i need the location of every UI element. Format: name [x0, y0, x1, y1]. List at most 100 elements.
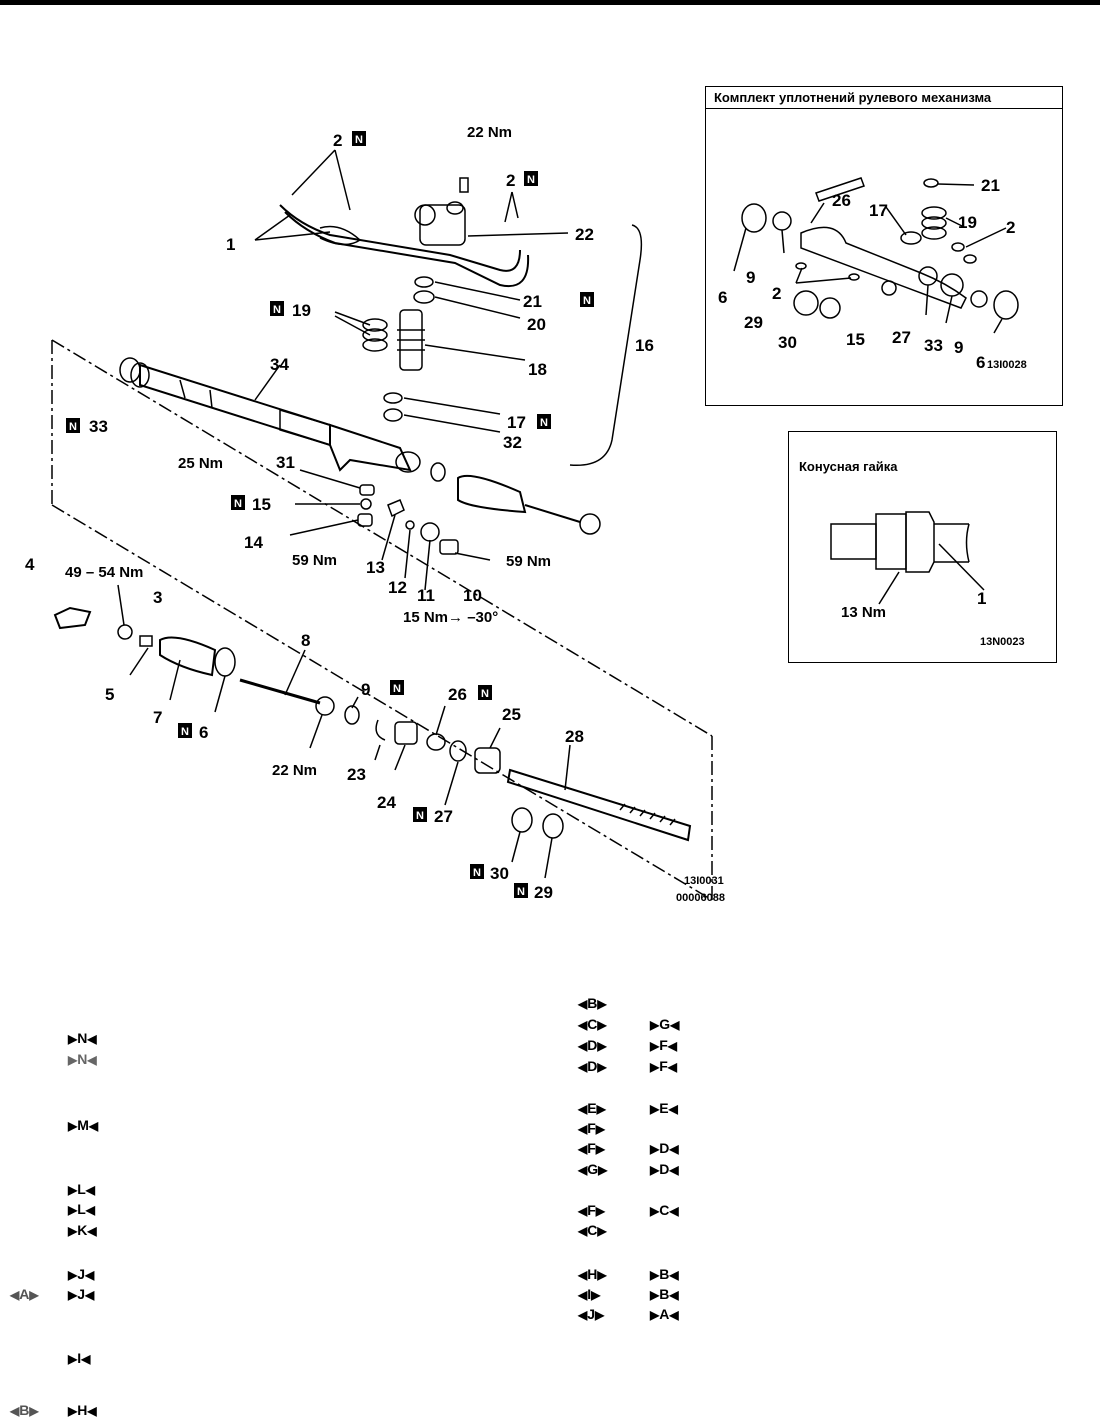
callout-34: 34	[270, 355, 289, 374]
badge-2a: N	[352, 131, 366, 146]
washer-9	[344, 705, 360, 725]
callout-7: 7	[153, 708, 162, 727]
kit-leader-33	[945, 295, 953, 324]
ring-29	[542, 813, 564, 839]
callout-11: 11	[417, 586, 435, 605]
badge-2b: N	[524, 171, 538, 186]
callout-10: 10	[463, 586, 482, 605]
svg-text:N: N	[69, 421, 77, 433]
sym-install-j2: ▶J◀	[68, 1286, 95, 1302]
sym-install-m: ▶M◀	[68, 1117, 99, 1133]
callout-2a: 2	[333, 131, 342, 150]
holder-25	[474, 747, 501, 774]
seal-19a	[362, 318, 388, 332]
leader-23	[374, 744, 381, 761]
n-badges: N N N N N N N N N N N N N	[66, 131, 594, 898]
leader-11	[424, 539, 431, 591]
sym-install-k: ▶K◀	[68, 1222, 97, 1238]
badge-15: N	[231, 495, 245, 510]
leader-28	[564, 744, 571, 791]
ring-30	[511, 807, 533, 833]
kit-oring-2c	[951, 242, 965, 252]
rack-28	[506, 768, 692, 842]
callout-33: 33	[89, 417, 108, 436]
sym-remove-b: ◀B▶	[578, 995, 607, 1011]
rack-housing-tube	[139, 363, 331, 447]
kit-washer-9a	[772, 211, 792, 231]
kit-leader-17	[885, 206, 907, 236]
washer-right	[430, 462, 446, 482]
kit-band-6b	[993, 290, 1019, 320]
locknut-10	[439, 539, 459, 555]
sym-remove-d1: ◀D▶	[578, 1037, 607, 1053]
figure-codes: 13I0031 00006088	[676, 875, 725, 904]
badge-9: N	[390, 680, 404, 695]
leader-22nm-bottom	[309, 714, 323, 749]
callout-23: 23	[347, 765, 366, 784]
seal-26	[426, 733, 446, 751]
kit-label-26: 26	[832, 191, 851, 210]
callout-30: 30	[490, 864, 509, 883]
yoke-13	[387, 499, 405, 518]
sym-install-r-f1: ▶F◀	[650, 1037, 678, 1053]
callout-27: 27	[434, 807, 453, 826]
callout-18: 18	[528, 360, 547, 379]
sym-remove-d2: ◀D▶	[578, 1058, 607, 1074]
kit-seal-21	[923, 178, 939, 188]
housing-outlet	[395, 451, 421, 473]
badge-30: N	[470, 864, 484, 879]
leader-13	[381, 514, 396, 561]
svg-text:N: N	[234, 498, 242, 510]
sym-install-r-d2: ▶D◀	[650, 1161, 679, 1177]
kit-bushing-33	[940, 273, 964, 297]
svg-text:N: N	[416, 810, 424, 822]
fig-code-b: 00006088	[676, 892, 725, 904]
callout-14: 14	[244, 533, 263, 552]
cone-nut-hex	[905, 511, 935, 573]
kit-code: 13I0028	[987, 359, 1027, 371]
sym-install-r-g: ▶G◀	[650, 1016, 680, 1032]
leader-20	[434, 296, 521, 319]
kit-nut-15	[881, 280, 897, 296]
callout-24: 24	[377, 793, 396, 812]
seal-19b	[362, 328, 388, 342]
leader-2a	[291, 149, 336, 196]
callout-12: 12	[388, 578, 407, 597]
badge-26: N	[478, 685, 492, 700]
callout-29: 29	[534, 883, 553, 902]
diagram-drawing	[51, 149, 713, 901]
kit-label-21: 21	[981, 176, 1000, 195]
valve-body	[419, 204, 466, 246]
leader-6	[214, 675, 226, 713]
bolt-22nm	[459, 177, 469, 193]
callout-13: 13	[366, 558, 385, 577]
sym-install-r-a: ▶A◀	[650, 1306, 679, 1322]
ball-joint-right	[579, 513, 601, 535]
sym-remove-b-left: ◀B▶	[10, 1402, 39, 1418]
valve-port-b	[446, 201, 464, 215]
boot-7	[159, 636, 217, 677]
leader-2b	[334, 149, 351, 211]
leader-19b	[334, 315, 371, 336]
leader-8	[284, 649, 306, 696]
kit-rack-tube	[800, 226, 967, 309]
kit-label-27: 27	[892, 328, 911, 347]
leader-9	[351, 696, 359, 709]
callout-9: 9	[361, 680, 370, 699]
callout-21: 21	[523, 292, 542, 311]
kit-labels: 26 17 19 21 2 6 9 2 29 30 15 27 33 9 6 1…	[718, 176, 1027, 372]
feed-tube-a	[279, 204, 521, 272]
valve-port-a	[414, 204, 436, 226]
leader-21	[434, 281, 521, 301]
kit-oring-2b	[848, 273, 860, 281]
leader-29	[544, 837, 553, 879]
housing-window	[279, 408, 331, 447]
callout-17: 17	[507, 413, 526, 432]
svg-text:N: N	[481, 688, 489, 700]
callout-8: 8	[301, 631, 310, 650]
sym-install-r-b1: ▶B◀	[650, 1266, 679, 1282]
sym-remove-e: ◀E▶	[578, 1100, 606, 1116]
sym-remove-f3: ◀F▶	[578, 1202, 606, 1218]
leader-22	[467, 232, 569, 237]
sym-install-n2: ▶N◀	[68, 1051, 97, 1067]
